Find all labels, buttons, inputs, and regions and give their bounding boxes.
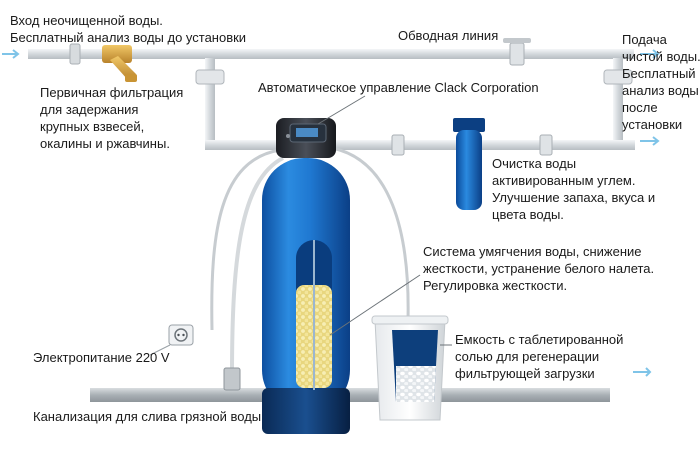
prefilter-strainer-icon (102, 45, 137, 82)
main-pipe (28, 49, 634, 59)
control-label: Автоматическое управление Clack Corporat… (258, 80, 539, 95)
prefilter-label: Первичная фильтрация для задержания круп… (40, 85, 184, 151)
brine-tank (371, 315, 449, 421)
drain-funnel (223, 367, 241, 391)
carbon-filter (453, 118, 485, 210)
control-head (276, 118, 336, 158)
inlet-tee-valve-icon (391, 134, 405, 156)
power-pointer-line (149, 344, 171, 356)
power-label: Электропитание 220 V (33, 350, 170, 365)
outlet-valve-icon (539, 134, 553, 156)
softener-tank (262, 158, 350, 434)
inlet-valve-icon (69, 43, 81, 65)
bypass-lower-pipe (205, 140, 635, 150)
brine-label: Емкость с таблетированной солью для реге… (455, 332, 624, 381)
control-pointer-line (317, 95, 366, 125)
brine-line-tube (331, 146, 410, 321)
bypass-riser-left (205, 58, 215, 150)
drain-label: Канализация для слива грязной воды (33, 409, 262, 424)
inlet-label: Вход неочищенной воды. Бесплатный анализ… (10, 13, 247, 45)
bypass-valve-right (603, 69, 633, 85)
inlet-flow-arrow-icon (2, 49, 20, 59)
outlet-flow-arrow-icon-top (640, 49, 660, 59)
power-socket-icon (168, 324, 194, 346)
outlet-flow-arrow-icon (640, 136, 660, 146)
outlet-label: Подача чистой воды. Бесплатный анализ во… (622, 32, 700, 132)
power-cable (210, 148, 281, 331)
water-drop-arrow-icon (633, 367, 652, 377)
bypass-valve-icon (503, 38, 531, 66)
bypass-riser-right (613, 58, 623, 150)
bypass-valve-left (195, 69, 225, 85)
carbon-label: Очистка воды активированным углем. Улучш… (492, 156, 656, 222)
softener-pointer-line (329, 274, 421, 336)
drain-tube (230, 156, 284, 376)
bypass-label: Обводная линия (398, 28, 499, 43)
softener-label: Система умягчения воды, снижение жесткос… (423, 244, 655, 293)
